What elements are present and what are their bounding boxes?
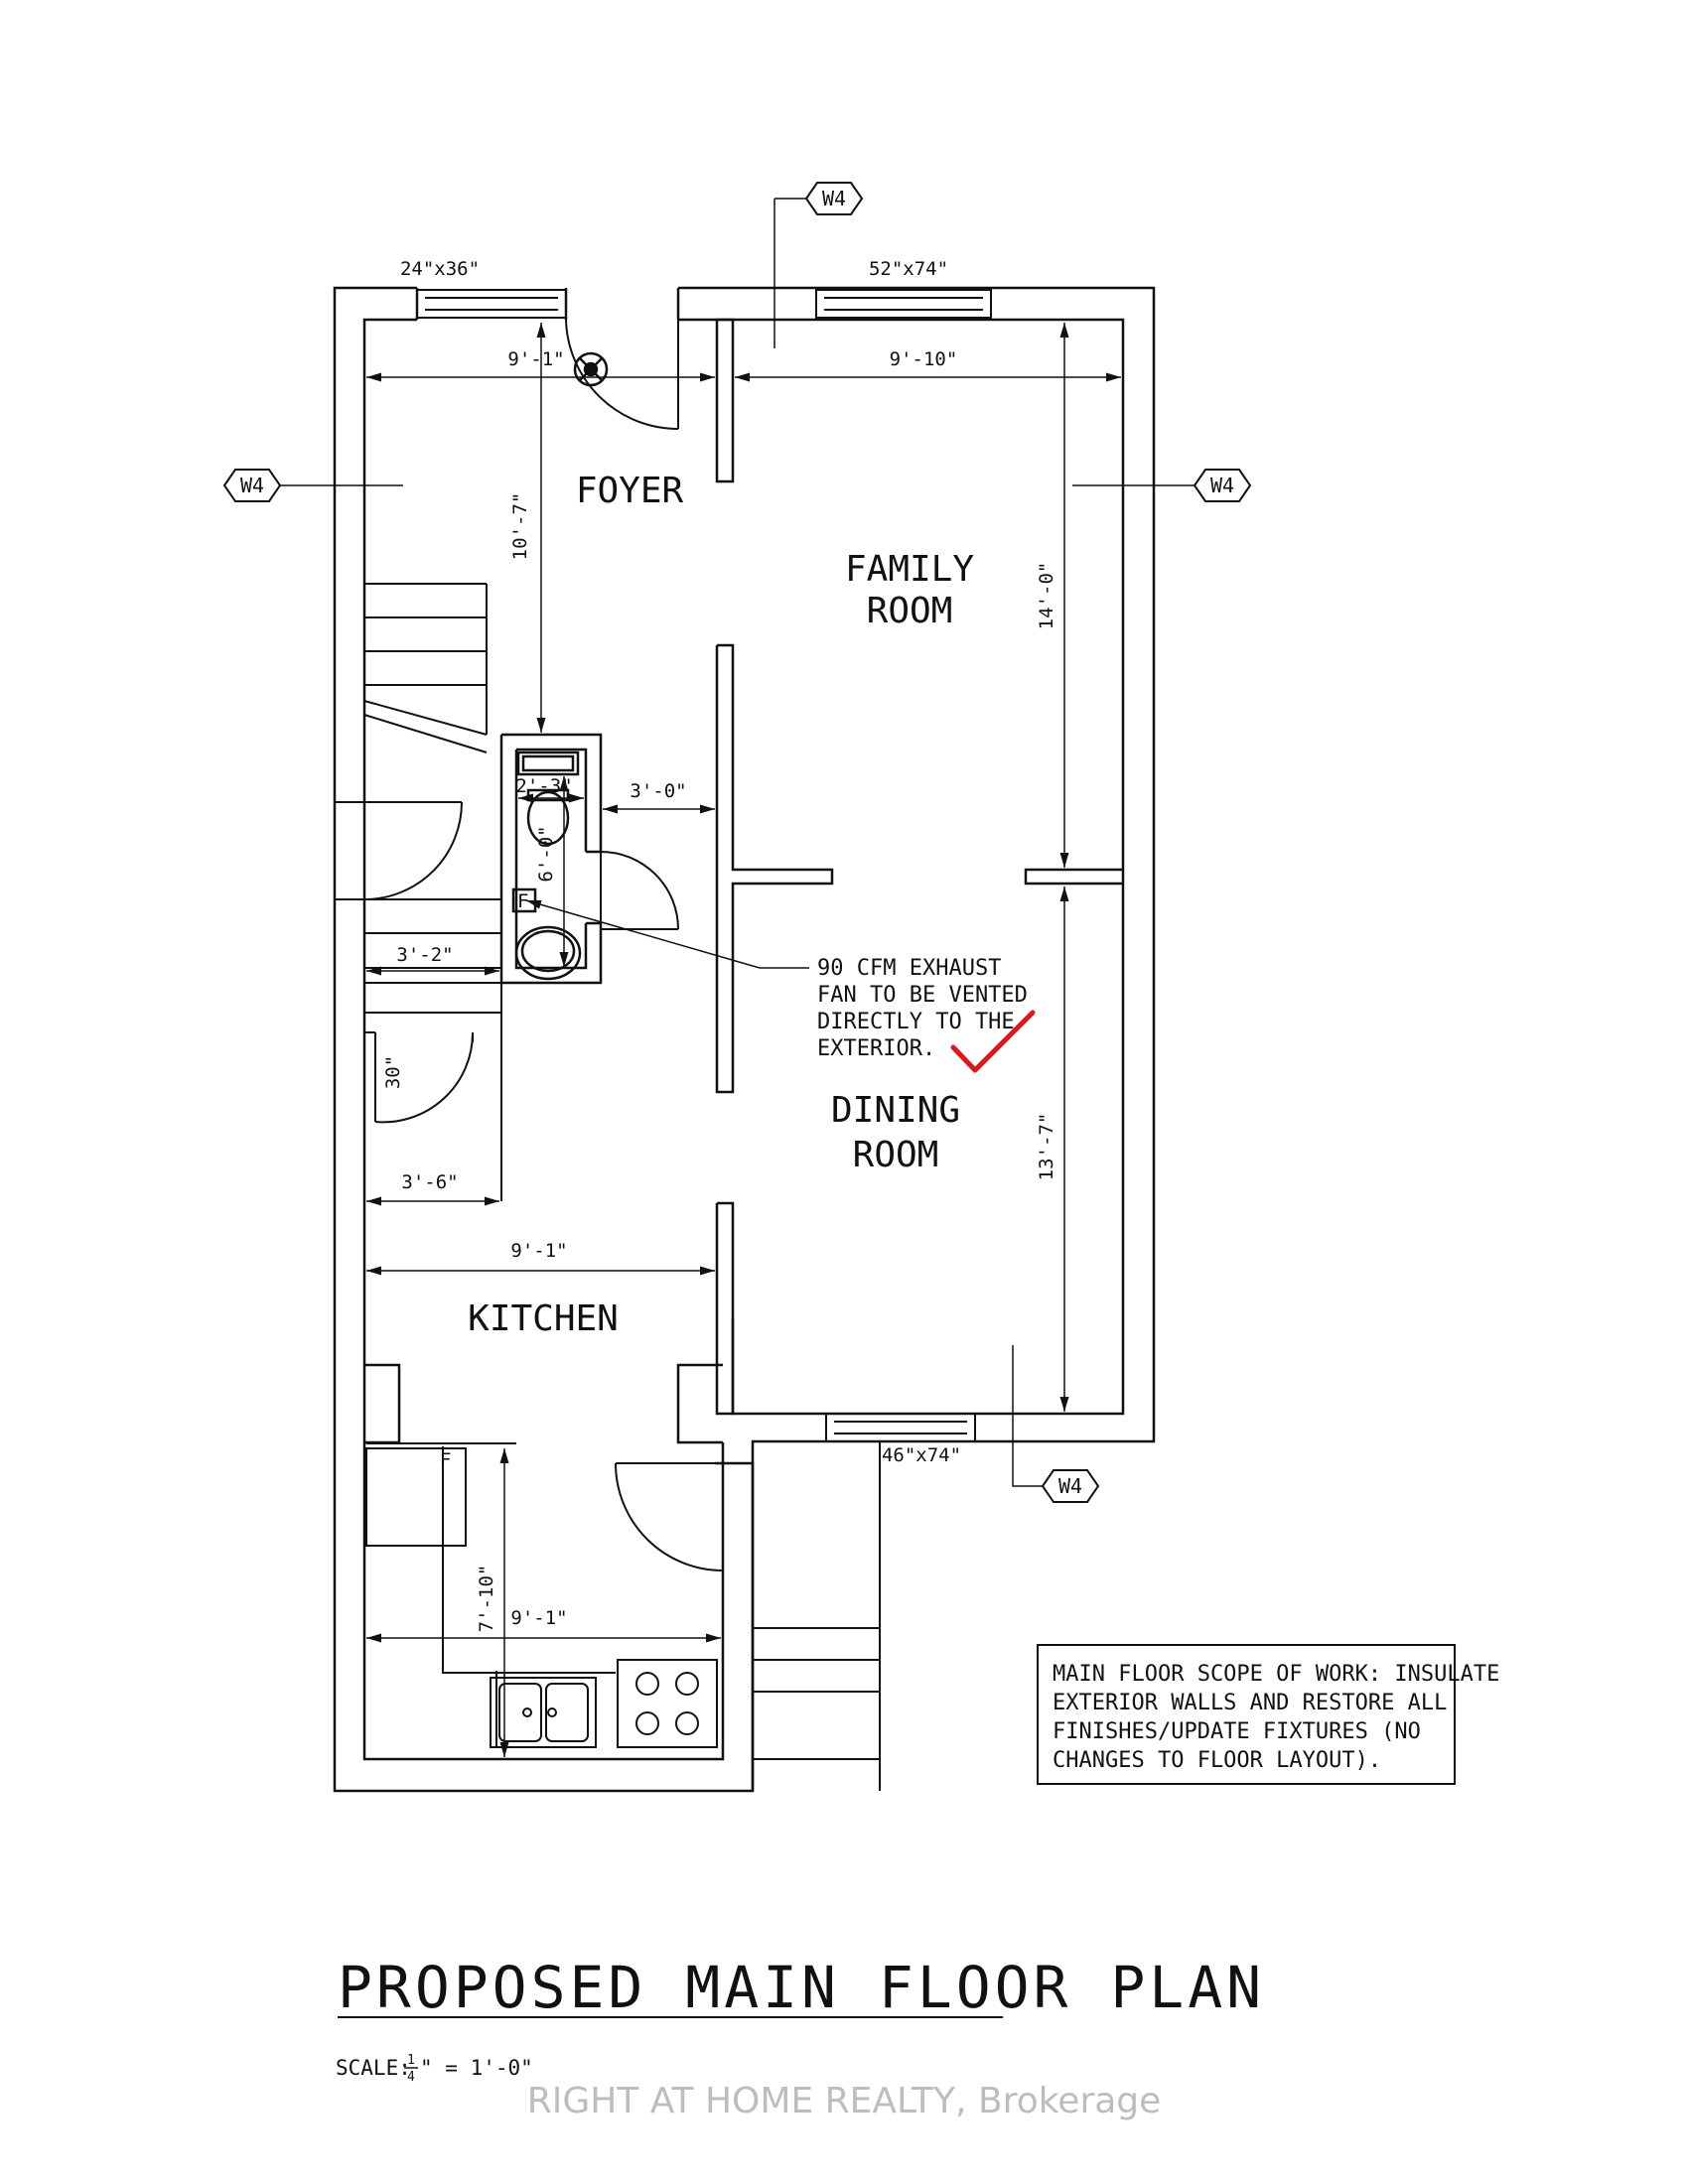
dim-counter-width: 9'-1": [510, 1607, 567, 1629]
room-dining-line2: ROOM: [853, 1135, 939, 1175]
window-label-top-left: 24"x36": [400, 258, 480, 280]
exhaust-note-line3: DIRECTLY TO THE: [817, 1010, 1015, 1034]
wall-tag-bottom: W4: [1012, 1459, 1100, 1503]
dimension-lines: [366, 323, 1121, 1757]
wall-tag-top: W4: [774, 182, 864, 348]
svg-text:" = 1'-0": " = 1'-0": [420, 2056, 533, 2080]
watermark: RIGHT AT HOME REALTY, Brokerage: [527, 2081, 1162, 2121]
scope-note-line4: CHANGES TO FLOOR LAYOUT).: [1053, 1748, 1381, 1773]
exhaust-note-line2: FAN TO BE VENTED: [817, 983, 1028, 1008]
stairs: [363, 583, 881, 1791]
svg-text:W4: W4: [240, 474, 264, 497]
drawing-title: PROPOSED MAIN FLOOR PLAN: [338, 1954, 1265, 2021]
room-family-line2: ROOM: [867, 591, 953, 631]
dim-family-width: 9'-10": [890, 348, 958, 370]
window-label-top-right: 52"x74": [869, 258, 948, 280]
svg-text:W4: W4: [822, 187, 846, 210]
dim-family-depth: 14'-0": [1036, 562, 1057, 630]
dim-bath-width: 2'-3": [515, 775, 572, 797]
kitchen-fridge-mark: F: [440, 1449, 451, 1471]
window-top-left: [416, 289, 567, 319]
window-label-bottom: 46"x74": [882, 1444, 961, 1466]
scope-note-line2: EXTERIOR WALLS AND RESTORE ALL: [1053, 1691, 1447, 1715]
bath-fan-mark: F: [517, 890, 528, 912]
svg-text:W4: W4: [1058, 1474, 1082, 1498]
dim-closet-width: 3'-6": [401, 1171, 458, 1193]
dim-kitchen-width: 9'-1": [510, 1240, 567, 1262]
dim-stair-width: 3'-2": [396, 944, 453, 966]
check-mark-icon: [950, 1010, 1036, 1073]
kitchen-fixtures: [365, 1442, 718, 1748]
exhaust-note-line1: 90 CFM EXHAUST: [817, 956, 1001, 981]
dim-hall-width: 3'-0": [630, 780, 686, 802]
dim-kitchen-depth: 7'-10": [476, 1565, 497, 1633]
window-bottom: [825, 1413, 976, 1442]
dim-foyer-width: 9'-1": [507, 348, 564, 370]
scope-note-line3: FINISHES/UPDATE FIXTURES (NO: [1053, 1719, 1421, 1744]
room-foyer: FOYER: [576, 471, 684, 511]
dim-door-30: 30": [382, 1055, 404, 1089]
room-dining-line1: DINING: [831, 1090, 960, 1131]
wall-tag-left: W4: [222, 469, 403, 502]
svg-text:4: 4: [407, 2070, 415, 2085]
window-top-right: [815, 289, 992, 319]
exhaust-leader: [525, 899, 809, 969]
dim-bath-depth: 6'-0": [535, 825, 557, 882]
dim-dining-depth: 13'-7": [1036, 1113, 1057, 1181]
room-kitchen: KITCHEN: [468, 1298, 619, 1339]
wall-tag-right: W4: [1072, 469, 1252, 502]
scope-note-box: [1037, 1644, 1456, 1785]
svg-text:1: 1: [407, 2053, 415, 2068]
svg-text:W4: W4: [1210, 474, 1234, 497]
svg-text:SCALE:: SCALE:: [336, 2056, 411, 2080]
dim-foyer-depth: 10'-7": [509, 492, 531, 561]
scale-label: SCALE: 1 4 " = 1'-0": [336, 2053, 533, 2085]
scope-note-line1: MAIN FLOOR SCOPE OF WORK: INSULATE: [1053, 1662, 1499, 1687]
room-family-line1: FAMILY: [845, 549, 974, 590]
exterior-walls: [333, 286, 1156, 1793]
exhaust-note-line4: EXTERIOR.: [817, 1036, 935, 1061]
